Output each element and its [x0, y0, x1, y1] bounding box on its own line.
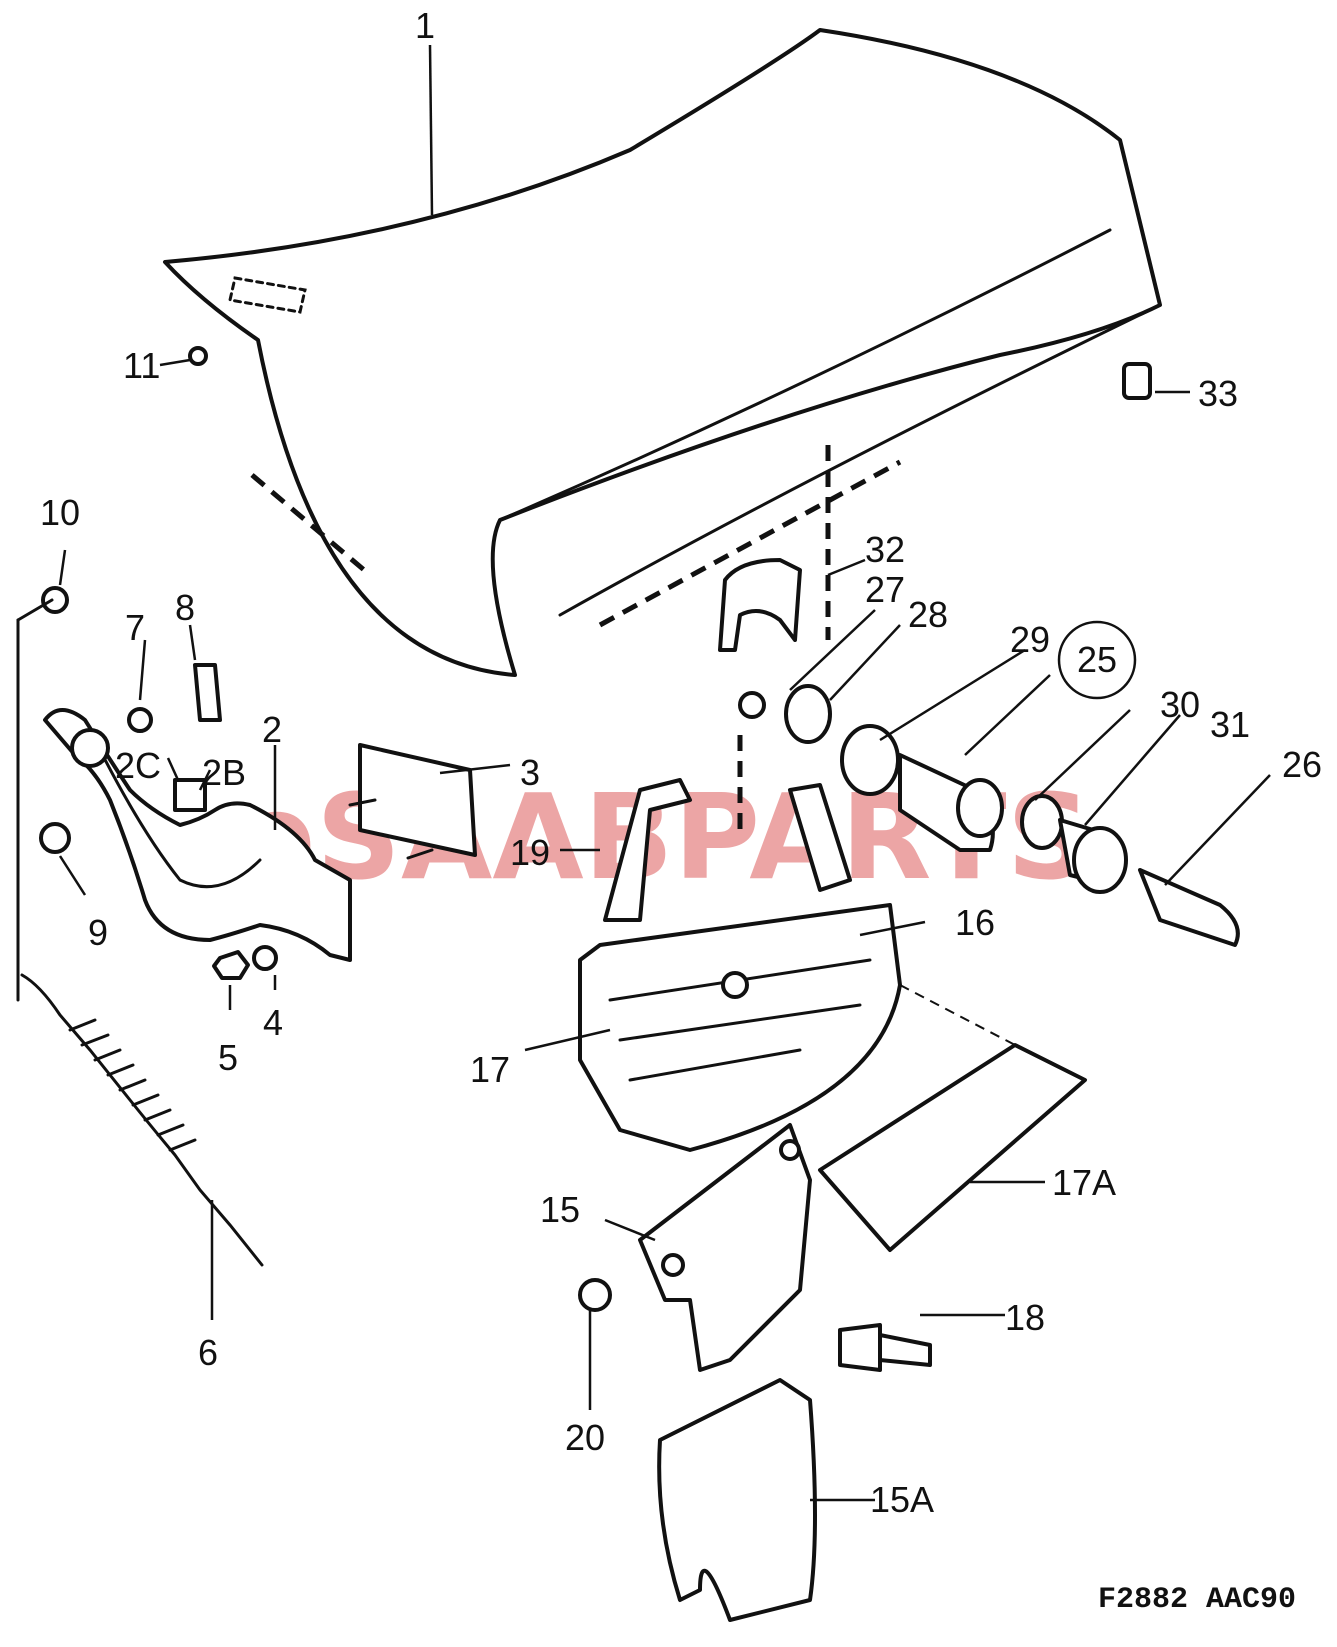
figure-reference: F2882 AAC90	[1098, 1583, 1296, 1617]
part-latch-mechanism	[578, 778, 1087, 1252]
part-lock-cylinder-assembly	[718, 445, 1240, 947]
callout-30: 30	[1160, 684, 1200, 725]
part-11-plug	[188, 346, 208, 366]
callout-10: 10	[40, 492, 80, 533]
callout-11: 11	[123, 345, 160, 386]
part-hinge-assembly	[39, 586, 477, 980]
callout-26: 26	[1282, 744, 1322, 785]
callout-9: 9	[88, 912, 108, 953]
leader-lines	[58, 44, 1271, 1502]
callout-8: 8	[175, 587, 195, 628]
part-handle-bracket	[578, 1123, 932, 1622]
callout-5: 5	[218, 1037, 238, 1078]
callout-27: 27	[865, 569, 905, 610]
callout-25-circle	[1057, 620, 1137, 700]
callout-1: 1	[415, 5, 435, 46]
callout-16: 16	[955, 902, 995, 943]
callout-6: 6	[198, 1332, 218, 1373]
callout-25: 25	[1077, 639, 1117, 680]
callout-28: 28	[908, 594, 948, 635]
callout-2b: 2B	[202, 752, 246, 793]
callout-2: 2	[262, 709, 282, 750]
part-6-spring	[20, 973, 264, 1267]
callout-4: 4	[263, 1002, 283, 1043]
callout-20: 20	[565, 1417, 605, 1458]
callout-15: 15	[540, 1189, 580, 1230]
callout-18: 18	[1005, 1297, 1045, 1338]
callout-19: 19	[510, 832, 550, 873]
callout-31: 31	[1210, 704, 1250, 745]
part-33-bumper	[1122, 362, 1152, 400]
callout-3: 3	[520, 752, 540, 793]
callout-32: 32	[865, 529, 905, 570]
callout-labels: 1 2 2B 2C 3 4 5 6 7 8 9 10 11 15 15A 16 …	[40, 5, 1322, 1520]
callout-17a: 17A	[1052, 1162, 1116, 1203]
callout-7: 7	[125, 607, 145, 648]
part-trunk-lid	[163, 28, 1162, 677]
callout-29: 29	[1010, 619, 1050, 660]
callout-33: 33	[1198, 373, 1238, 414]
callout-2c: 2C	[115, 745, 161, 786]
callout-17: 17	[470, 1049, 510, 1090]
callout-15a: 15A	[870, 1479, 934, 1520]
